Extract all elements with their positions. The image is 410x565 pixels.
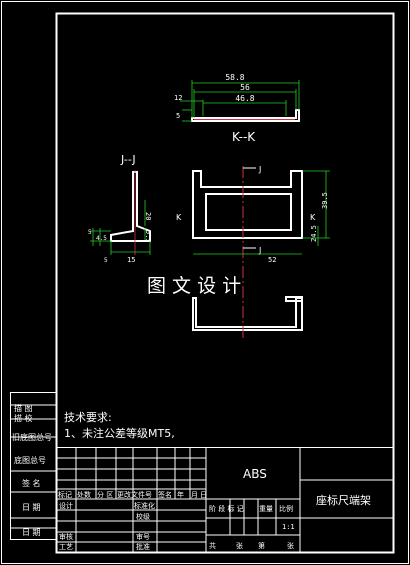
dim-jj-20: 20	[144, 212, 152, 220]
notes-title: 技术要求:	[64, 411, 112, 424]
view-front	[192, 170, 303, 331]
rev-hdr-5: 年	[177, 490, 184, 499]
sign-row-process: 工艺	[59, 543, 73, 551]
section-jj-label: J--J	[120, 153, 136, 166]
dim-jj-15: 15	[127, 256, 135, 264]
sign-row-design: 设计	[59, 501, 73, 510]
dim-right-245: 24.5	[310, 225, 318, 242]
mark-j-bottom: J	[258, 246, 261, 255]
dim-top-small: 5	[176, 112, 180, 120]
dim-jj-45: 4.5	[96, 235, 107, 242]
strip-label-7: 日 期	[22, 528, 41, 537]
dim-bottom-52: 52	[268, 256, 276, 264]
dim-top-overall: 58.8	[225, 73, 244, 82]
rev-hdr-2: 分 区	[97, 490, 113, 499]
part-name: 座标尺端架	[316, 493, 371, 507]
dim-top-inner: 46.8	[235, 94, 254, 103]
strip-label-4: 底图总号	[14, 455, 46, 465]
stage-hdr-1: 重量	[259, 505, 273, 513]
rev-hdr-7: 日	[200, 491, 207, 499]
strip-label-6: 日 期	[22, 503, 41, 512]
mark-k-right: K	[310, 213, 316, 222]
view-top	[180, 80, 300, 122]
rev-hdr-0: 标记	[58, 490, 72, 499]
stage-hdr-0: 阶 段 标 记	[209, 504, 244, 513]
sign-mid-2: 审号	[136, 532, 150, 541]
dim-jj-5a: 5	[88, 229, 92, 236]
section-marks	[243, 167, 256, 249]
stage-hdr-2: 比例	[279, 504, 293, 513]
sheet-info-2: 第	[258, 541, 265, 550]
dim-jj-55: 5.5	[144, 230, 152, 243]
rev-hdr-3: 更改文件号	[117, 490, 152, 499]
sheet-info-1: 张	[236, 541, 243, 550]
material-label: ABS	[243, 467, 267, 481]
rev-hdr-6: 月	[191, 491, 198, 499]
mark-j-top: J	[258, 165, 261, 174]
strip-label-2: 描 校	[14, 413, 33, 423]
strip-label-3: 旧底图总号	[12, 432, 52, 442]
watermark-text: 图 文 设 计	[147, 275, 241, 297]
dim-top-mid: 56	[240, 83, 250, 92]
view-jj	[90, 170, 151, 255]
scale-value: 1:1	[282, 523, 295, 531]
section-kk-label: K--K	[232, 130, 256, 144]
sign-mid-3: 批准	[136, 542, 150, 551]
mark-k-left: K	[176, 213, 182, 222]
rev-hdr-4: 签名	[158, 490, 172, 499]
front-dims	[193, 170, 330, 255]
sign-row-review: 审核	[59, 532, 73, 541]
sheet-info-0: 共	[209, 541, 216, 550]
rev-hdr-1: 处数	[77, 490, 91, 499]
notes-item-1: 1、未注公差等级MT5,	[64, 426, 175, 440]
strip-label-1: 描 图	[14, 403, 33, 413]
sign-mid-0: 标准化	[134, 501, 155, 510]
dim-top-left: 12	[174, 94, 182, 102]
strip-label-5: 签 名	[22, 478, 41, 488]
dim-right-395: 39.5	[321, 192, 329, 209]
sign-mid-1: 校级	[136, 512, 150, 521]
title-block-grid	[56, 447, 394, 553]
sheet-info-3: 张	[287, 541, 294, 550]
dim-jj-5b: 5	[104, 257, 108, 264]
